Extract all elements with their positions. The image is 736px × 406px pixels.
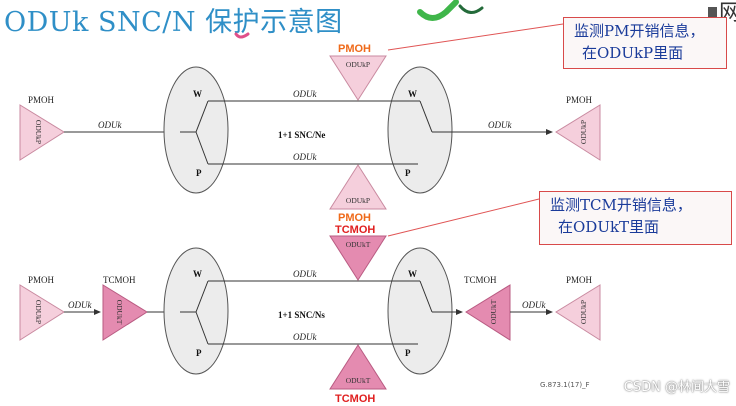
connector-line	[419, 100, 433, 133]
bottom-tcmoh-right-text: TCMOH	[464, 275, 497, 285]
decor-swoosh-pink	[234, 32, 250, 39]
bottom-w-text: W	[408, 269, 417, 279]
top-tri-left-text: ODUkP	[34, 120, 43, 144]
top-oduk-right-text: ODUk	[488, 120, 512, 130]
top-oduk-p-text: ODUk	[293, 152, 317, 162]
connector-line	[419, 280, 433, 313]
bottom-oduk-right-text: ODUk	[522, 300, 546, 310]
callout-pm-note: 监测PM开销信息， 在ODUkP里面	[563, 17, 727, 69]
bottom-oduk-left-text: ODUk	[68, 300, 92, 310]
tri-bottom-monitor-bottom	[329, 344, 387, 390]
connector-line	[195, 311, 209, 345]
bottom-tri-right-p-text: ODUkP	[579, 300, 588, 324]
callout-tcm-line1: 监测TCM开销信息，	[550, 196, 692, 214]
bottom-tri-right-t-text: ODUkT	[489, 299, 498, 324]
top-pmoh-left-text: PMOH	[28, 95, 55, 105]
bottom-pmoh-right-text: PMOH	[566, 275, 593, 285]
bottom-tri-top-text: ODUkT	[346, 240, 371, 249]
figure-id: G.873.1(17)_F	[540, 381, 590, 389]
bottom-snc-text: 1+1 SNC/Ns	[278, 310, 325, 320]
bottom-tri-bottom-text: ODUkT	[346, 376, 371, 385]
bottom-p-text: P	[405, 348, 411, 358]
top-pmoh-right-text: PMOH	[566, 95, 593, 105]
page-title: ODUk SNC/N 保护示意图	[4, 7, 343, 38]
top-oduk-w-text: ODUk	[293, 89, 317, 99]
connector-line	[195, 131, 209, 165]
top-pmoh-bottom-label-text: PMOH	[338, 212, 371, 224]
tri-top-left	[19, 104, 65, 161]
bottom-p-text: P	[196, 348, 202, 358]
decor-swoosh-dark	[458, 4, 484, 14]
top-pmoh-top-label-text: PMOH	[338, 43, 371, 55]
callout-pm-line2: 在ODUkP里面	[582, 44, 684, 62]
top-tri-top-text: ODUkP	[346, 60, 370, 69]
callout-tcm-note: 监测TCM开销信息， 在ODUkT里面	[539, 191, 732, 245]
bottom-selector-right	[387, 247, 453, 375]
top-selector-left	[163, 66, 229, 194]
tri-top-right	[555, 104, 601, 161]
tri-bottom-left-tcm	[102, 284, 148, 341]
tri-top-monitor-bottom	[329, 164, 387, 210]
top-oduk-left-text: ODUk	[98, 120, 122, 130]
top-w-text: W	[193, 89, 202, 99]
decor-swoosh-green	[417, 0, 459, 21]
tri-bottom-left-pm	[19, 284, 65, 341]
bottom-tcmoh-top-label-text: TCMOH	[335, 224, 375, 236]
logo-icon	[708, 7, 717, 23]
connector-line	[195, 100, 209, 133]
top-diagram: ODUkP ODUkP ODUkP ODUkP PMOH PMOH ODUk O…	[19, 43, 601, 224]
top-p-text: P	[405, 168, 411, 178]
callout-tcm-leader	[387, 198, 540, 237]
callout-pm-leader	[387, 23, 564, 51]
top-w-text: W	[408, 89, 417, 99]
tri-top-monitor-top	[329, 55, 387, 101]
bottom-tcmoh-bottom-label-text: TCMOH	[335, 393, 375, 405]
bottom-tcmoh-left-text: TCMOH	[103, 275, 136, 285]
bottom-diagram: ODUkP ODUkT ODUkT ODUkP ODUkT ODUkT PMOH…	[19, 224, 601, 405]
bottom-tri-left-p-text: ODUkP	[34, 300, 43, 324]
bottom-tri-left-t-text: ODUkT	[115, 300, 124, 325]
watermark: CSDN @林间大雪	[623, 380, 730, 395]
tri-bottom-right-pm	[555, 284, 601, 341]
top-tri-right-text: ODUkP	[579, 120, 588, 144]
bottom-pmoh-left-text: PMOH	[28, 275, 55, 285]
callout-tcm-line2: 在ODUkT里面	[558, 218, 660, 236]
callout-pm-line1: 监测PM开销信息，	[574, 22, 705, 40]
tri-bottom-monitor-top	[329, 235, 387, 281]
bottom-oduk-w-text: ODUk	[293, 269, 317, 279]
bottom-w-text: W	[193, 269, 202, 279]
top-tri-bottom-text: ODUkP	[346, 196, 370, 205]
bottom-oduk-p-text: ODUk	[293, 332, 317, 342]
top-p-text: P	[196, 168, 202, 178]
connector-line	[195, 280, 209, 313]
top-snc-text: 1+1 SNC/Ne	[278, 130, 325, 140]
tri-bottom-right-tcm	[465, 284, 511, 341]
top-selector-right	[387, 66, 453, 194]
